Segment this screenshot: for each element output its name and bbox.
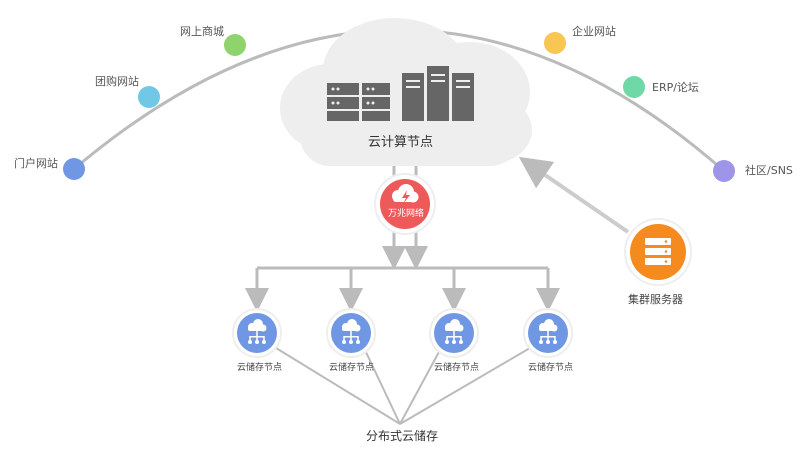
tower-server-icon — [402, 66, 474, 121]
cloud-network-icon — [539, 319, 558, 344]
distributed-storage-label: 分布式云储存 — [366, 429, 439, 443]
arc-node-dot-3 — [224, 34, 246, 56]
server-stack-icon — [645, 238, 671, 265]
arc-node-dot-2 — [138, 86, 160, 108]
arc-node-label-enterprise: 企业网站 — [572, 25, 616, 38]
storage-node-label-2: 云储存节点 — [329, 363, 375, 373]
arc-node-label-groupbuy: 团购网站 — [95, 75, 139, 88]
cluster-to-cloud-arrow — [518, 156, 630, 234]
storage-node-label-1: 云储存节点 — [237, 363, 283, 373]
cloud-network-icon — [445, 319, 464, 344]
converge-line-3 — [399, 349, 441, 425]
storage-node-label-3: 云储存节点 — [434, 363, 480, 373]
cloud-title: 云计算节点 — [368, 135, 434, 150]
arc-node-label-portal: 门户网站 — [14, 157, 58, 170]
arc-node-dot-5 — [623, 76, 645, 98]
cluster-label: 集群服务器 — [628, 293, 683, 306]
network-node — [374, 173, 436, 235]
storage-node-label-4: 云储存节点 — [528, 363, 574, 373]
arc-node-label-erp: ERP/论坛 — [652, 81, 699, 94]
arc-node-dot-6 — [713, 160, 735, 182]
arc-node-label-sns: 社区/SNS — [745, 164, 793, 177]
network-label: 万兆网络 — [388, 209, 425, 219]
cloud-lightning-icon — [392, 184, 419, 204]
cloud-network-icon — [248, 319, 267, 344]
storage-node-1 — [232, 308, 282, 358]
storage-node-4 — [523, 308, 573, 358]
storage-node-2 — [326, 308, 376, 358]
converge-line-4 — [399, 347, 531, 425]
arc-node-label-mall: 网上商城 — [180, 25, 224, 38]
cloud-network-icon — [342, 319, 361, 344]
rack-server-icon — [327, 83, 390, 121]
storage-node-3 — [429, 308, 479, 358]
converge-line-2 — [364, 349, 401, 425]
arc-node-dot-1 — [63, 158, 85, 180]
arc-node-dot-4 — [544, 32, 566, 54]
converge-line-1 — [275, 347, 401, 425]
cluster-server-node — [624, 218, 692, 286]
